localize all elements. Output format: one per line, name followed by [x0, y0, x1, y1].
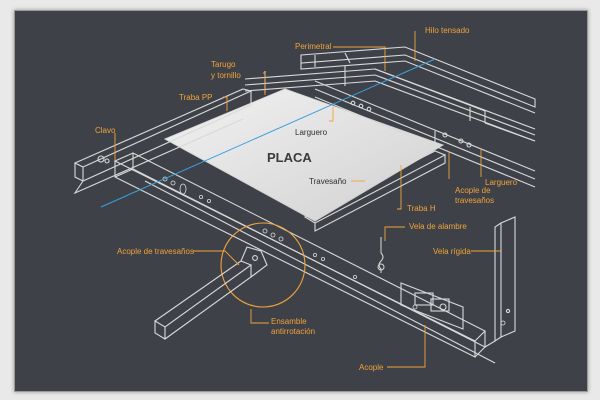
label-traba-h: Traba H	[407, 204, 436, 213]
label-vela-de-alambre: Vela de alambre	[409, 222, 467, 231]
label-acople-de: Acople de	[455, 186, 491, 195]
label-acople-de-travesanos: Acople de travesaños	[117, 247, 194, 256]
ceiling-diagram: PLACA	[73, 26, 536, 372]
wire-hanger	[377, 237, 385, 273]
label-larguero-center: Larguero	[295, 128, 328, 137]
travesano-coupler-piece	[153, 246, 268, 341]
plate: PLACA	[163, 88, 445, 222]
travesano-profile	[303, 150, 447, 232]
detail-circle	[220, 222, 306, 308]
label-tarugo: Tarugo	[211, 60, 236, 69]
placa-label: PLACA	[267, 150, 312, 165]
label-ensamble: Ensamble	[271, 317, 307, 326]
coupler-detail	[400, 282, 464, 330]
label-acople: Acople	[359, 363, 384, 372]
label-traba-pp: Traba PP	[179, 93, 213, 102]
tensioned-thread	[100, 58, 436, 208]
back-rails	[244, 66, 536, 142]
rigid-hanger	[484, 216, 516, 348]
diagram-panel: PLACA	[14, 10, 588, 392]
label-vela-rigida: Vela rígida	[433, 247, 471, 256]
label-larguero-right: Larguero	[485, 178, 518, 187]
front-larguero-main	[113, 152, 496, 364]
label-travesano: Travesaño	[309, 177, 347, 186]
labels: Hilo tensado Perimetral Tarugo y tornill…	[95, 26, 518, 372]
front-larguero-left	[73, 88, 253, 195]
label-travesanos: travesaños	[455, 196, 494, 205]
leader-lines	[114, 31, 501, 368]
label-clavo: Clavo	[95, 126, 116, 135]
label-hilo-tensado: Hilo tensado	[425, 26, 470, 35]
label-perimetral: Perimetral	[295, 42, 332, 51]
perimetral-profile	[300, 46, 536, 114]
label-antirrotacion: antirrotación	[271, 327, 315, 336]
label-y-tornillo: y tornillo	[211, 71, 241, 80]
